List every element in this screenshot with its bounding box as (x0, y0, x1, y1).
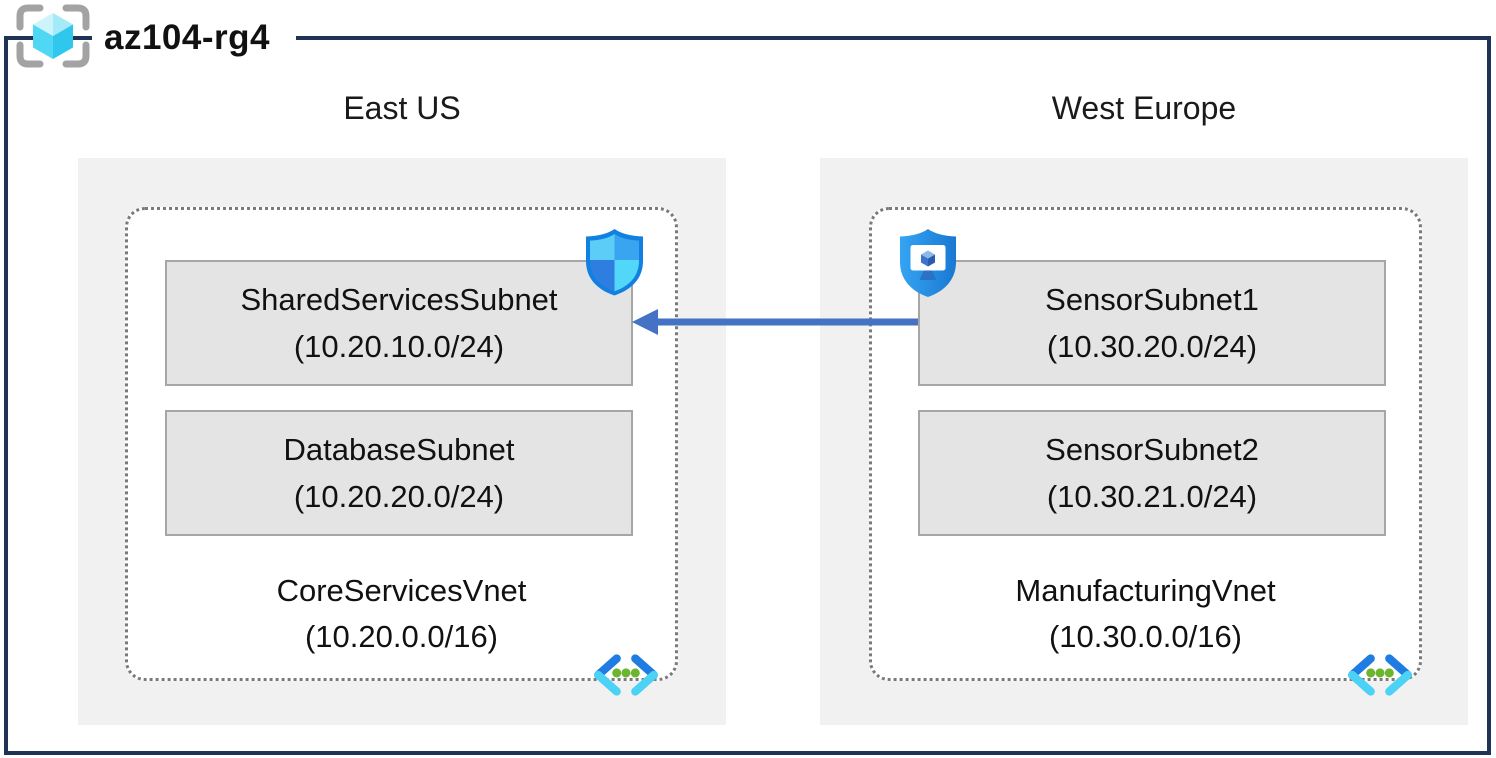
shield-monitor-icon (897, 227, 959, 300)
vnet-name: CoreServicesVnet (276, 573, 527, 608)
shield-checkered-icon (583, 227, 646, 297)
region-label-west-europe: West Europe (1051, 90, 1237, 126)
subnet-name: SharedServicesSubnet (240, 282, 558, 317)
vnet-name: ManufacturingVnet (1015, 573, 1276, 608)
subnet-name: SensorSubnet2 (1045, 432, 1259, 467)
subnet-cidr: (10.30.21.0/24) (1046, 479, 1258, 514)
vnet-cidr: (10.20.0.0/16) (304, 619, 499, 654)
virtual-network-icon (1346, 654, 1414, 696)
vnet-label-manufacturing: ManufacturingVnet (10.30.0.0/16) (872, 568, 1419, 660)
peering-arrow-icon (632, 306, 918, 338)
resource-group-frame (4, 36, 1491, 755)
subnet-sensor2: SensorSubnet2 (10.30.21.0/24) (918, 410, 1386, 536)
vnet-label-coreservices: CoreServicesVnet (10.20.0.0/16) (128, 568, 675, 660)
subnet-sharedservices: SharedServicesSubnet (10.20.10.0/24) (165, 260, 633, 386)
vnet-coreservices: SharedServicesSubnet (10.20.10.0/24) Dat… (125, 207, 678, 681)
subnet-cidr: (10.20.10.0/24) (293, 329, 505, 364)
resource-group-icon (14, 4, 92, 73)
vnet-manufacturing: SensorSubnet1 (10.30.20.0/24) SensorSubn… (869, 207, 1422, 681)
subnet-sensor1: SensorSubnet1 (10.30.20.0/24) (918, 260, 1386, 386)
region-label-east-us: East US (343, 90, 461, 126)
subnet-database: DatabaseSubnet (10.20.20.0/24) (165, 410, 633, 536)
resource-group-title: az104-rg4 (14, 4, 296, 73)
subnet-cidr: (10.30.20.0/24) (1046, 329, 1258, 364)
subnet-name: SensorSubnet1 (1045, 282, 1259, 317)
vnet-cidr: (10.30.0.0/16) (1048, 619, 1243, 654)
virtual-network-icon (592, 654, 660, 696)
resource-group-name: az104-rg4 (92, 15, 296, 62)
subnet-name: DatabaseSubnet (283, 432, 515, 467)
subnet-cidr: (10.20.20.0/24) (293, 479, 505, 514)
